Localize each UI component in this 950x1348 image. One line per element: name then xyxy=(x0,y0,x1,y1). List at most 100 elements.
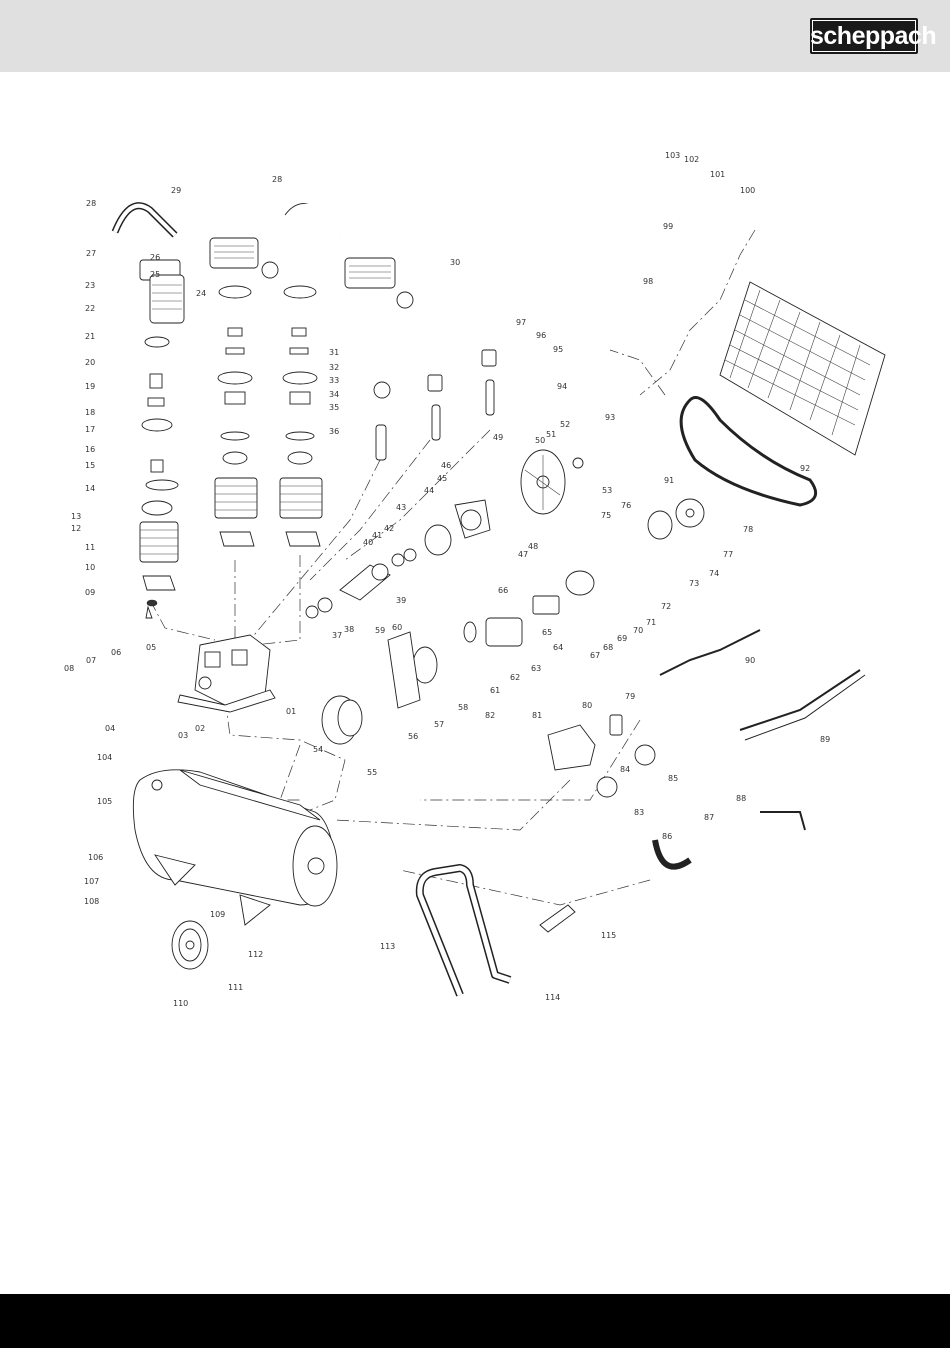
label-72: 72 xyxy=(661,602,671,611)
label-78: 78 xyxy=(743,525,753,534)
cylinder-stack-left xyxy=(139,259,185,619)
label-60: 60 xyxy=(392,623,402,632)
label-96: 96 xyxy=(536,331,546,340)
air-tank xyxy=(132,769,338,926)
label-09: 09 xyxy=(85,588,95,597)
label-107: 107 xyxy=(84,877,99,886)
label-25: 25 xyxy=(150,270,160,279)
label-49: 49 xyxy=(493,433,503,442)
label-30: 30 xyxy=(450,258,460,267)
label-05: 05 xyxy=(146,643,156,652)
hoses xyxy=(111,202,342,239)
label-01: 01 xyxy=(286,707,296,716)
label-32: 32 xyxy=(329,363,339,372)
label-35: 35 xyxy=(329,403,339,412)
label-56: 56 xyxy=(408,732,418,741)
label-105: 105 xyxy=(97,797,112,806)
label-23: 23 xyxy=(85,281,95,290)
label-29: 29 xyxy=(171,186,181,195)
label-98: 98 xyxy=(643,277,653,286)
motor-parts xyxy=(321,498,705,745)
label-88: 88 xyxy=(736,794,746,803)
label-10: 10 xyxy=(85,563,95,572)
label-50: 50 xyxy=(535,436,545,445)
label-28b: 28 xyxy=(272,175,282,184)
label-74: 74 xyxy=(709,569,719,578)
label-110: 110 xyxy=(173,999,188,1008)
label-48: 48 xyxy=(528,542,538,551)
label-101: 101 xyxy=(710,170,725,179)
v-belt xyxy=(679,396,818,507)
label-75: 75 xyxy=(601,511,611,520)
label-44: 44 xyxy=(424,486,434,495)
label-15: 15 xyxy=(85,461,95,470)
label-20: 20 xyxy=(85,358,95,367)
label-86: 86 xyxy=(662,832,672,841)
label-68: 68 xyxy=(603,643,613,652)
label-103: 103 xyxy=(665,151,680,160)
label-02: 02 xyxy=(195,724,205,733)
assembly-lines xyxy=(149,229,756,906)
label-13: 13 xyxy=(71,512,81,521)
label-34: 34 xyxy=(329,390,339,399)
label-47: 47 xyxy=(518,550,528,559)
label-42: 42 xyxy=(384,524,394,533)
label-91: 91 xyxy=(664,476,674,485)
label-87: 87 xyxy=(704,813,714,822)
label-104: 104 xyxy=(97,753,112,762)
label-14: 14 xyxy=(85,484,95,493)
label-03: 03 xyxy=(178,731,188,740)
label-16: 16 xyxy=(85,445,95,454)
label-40: 40 xyxy=(363,538,373,547)
label-41: 41 xyxy=(372,531,382,540)
label-37: 37 xyxy=(332,631,342,640)
label-59: 59 xyxy=(375,626,385,635)
label-07: 07 xyxy=(86,656,96,665)
page-footer-bar xyxy=(0,1294,950,1348)
label-82: 82 xyxy=(485,711,495,720)
label-85: 85 xyxy=(668,774,678,783)
label-71: 71 xyxy=(646,618,656,627)
label-39: 39 xyxy=(396,596,406,605)
label-76: 76 xyxy=(621,501,631,510)
label-52: 52 xyxy=(560,420,570,429)
wheel xyxy=(171,920,209,970)
label-45: 45 xyxy=(437,474,447,483)
label-08: 08 xyxy=(64,664,74,673)
label-19: 19 xyxy=(85,382,95,391)
label-36: 36 xyxy=(329,427,339,436)
label-70: 70 xyxy=(633,626,643,635)
label-28a: 28 xyxy=(86,199,96,208)
label-95: 95 xyxy=(553,345,563,354)
label-11: 11 xyxy=(85,543,95,552)
label-112: 112 xyxy=(248,950,263,959)
handle xyxy=(415,864,576,997)
label-100: 100 xyxy=(740,186,755,195)
label-31: 31 xyxy=(329,348,339,357)
label-106: 106 xyxy=(88,853,103,862)
label-84: 84 xyxy=(620,765,630,774)
label-64: 64 xyxy=(553,643,563,652)
label-12: 12 xyxy=(71,524,81,533)
pipe-88 xyxy=(760,811,806,831)
label-51: 51 xyxy=(546,430,556,439)
label-22: 22 xyxy=(85,304,95,313)
label-83: 83 xyxy=(634,808,644,817)
flywheel xyxy=(520,449,584,515)
pressure-switch-parts xyxy=(547,714,656,798)
air-filter-cover xyxy=(719,281,886,456)
pistons-rods xyxy=(373,349,497,461)
label-102: 102 xyxy=(684,155,699,164)
label-69: 69 xyxy=(617,634,627,643)
label-62: 62 xyxy=(510,673,520,682)
label-63: 63 xyxy=(531,664,541,673)
label-65: 65 xyxy=(542,628,552,637)
label-66: 66 xyxy=(498,586,508,595)
label-43: 43 xyxy=(396,503,406,512)
label-115: 115 xyxy=(601,931,616,940)
label-67: 67 xyxy=(590,651,600,660)
label-79: 79 xyxy=(625,692,635,701)
label-93: 93 xyxy=(605,413,615,422)
logo-border xyxy=(812,20,916,52)
label-111: 111 xyxy=(228,983,243,992)
